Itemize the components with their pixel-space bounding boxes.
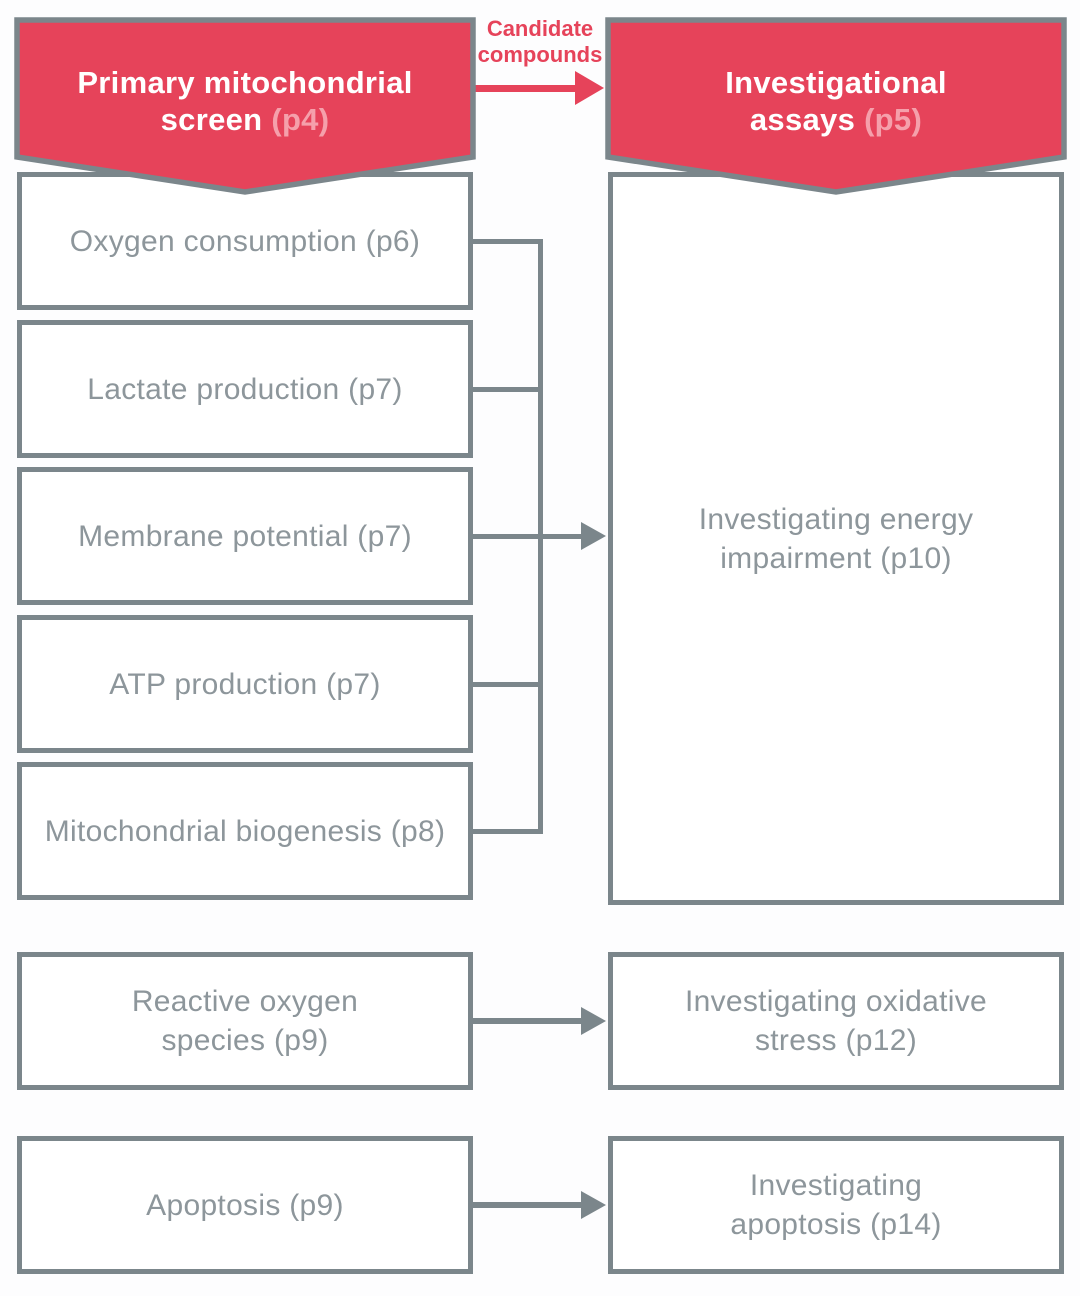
oxidative-stress-arrowhead-icon <box>581 1007 606 1035</box>
candidate-compounds-arrow <box>474 85 577 92</box>
connector-stub-biogenesis <box>470 829 543 834</box>
primary-screen-banner-line1: Primary mitochondrial <box>77 65 413 100</box>
screen-box-reactive-oxygen-species: Reactive oxygen species (p9) <box>17 952 473 1090</box>
candidate-compounds-label: Candidate compounds <box>477 16 603 67</box>
apoptosis-arrowhead-icon <box>581 1191 606 1219</box>
primary-screen-ribbon-shape <box>14 17 476 195</box>
candidate-compounds-arrowhead-icon <box>575 71 604 105</box>
energy-impairment-arrow <box>470 534 582 539</box>
assay-box-oxidative-stress: Investigating oxidative stress (p12) <box>608 952 1064 1090</box>
connector-stub-atp <box>470 682 543 687</box>
primary-screen-banner: Primary mitochondrial screen (p4) <box>17 64 473 138</box>
apoptosis-arrow <box>470 1202 582 1208</box>
investigational-assays-banner-line1: Investigational <box>725 65 947 100</box>
assay-box-apoptosis: Investigating apoptosis (p14) <box>608 1136 1064 1274</box>
screen-box-membrane-potential: Membrane potential (p7) <box>17 467 473 605</box>
investigational-assays-banner: Investigational assays (p5) <box>608 64 1064 138</box>
screen-box-lactate-production: Lactate production (p7) <box>17 320 473 458</box>
screen-box-apoptosis: Apoptosis (p9) <box>17 1136 473 1274</box>
connector-stub-oxygen <box>470 239 543 244</box>
connector-stub-lactate <box>470 387 543 392</box>
investigational-assays-page-ref: (p5) <box>864 102 923 137</box>
primary-screen-page-ref: (p4) <box>271 102 330 137</box>
screen-box-mitochondrial-biogenesis: Mitochondrial biogenesis (p8) <box>17 762 473 900</box>
oxidative-stress-arrow <box>470 1018 582 1024</box>
assay-box-energy-impairment: Investigating energy impairment (p10) <box>608 172 1064 905</box>
primary-screen-banner-line2: screen (p4) <box>160 102 330 137</box>
investigational-assays-banner-line2: assays (p5) <box>749 102 923 137</box>
screen-box-atp-production: ATP production (p7) <box>17 615 473 753</box>
energy-impairment-arrowhead-icon <box>581 522 606 550</box>
investigational-assays-ribbon-shape <box>605 17 1067 195</box>
